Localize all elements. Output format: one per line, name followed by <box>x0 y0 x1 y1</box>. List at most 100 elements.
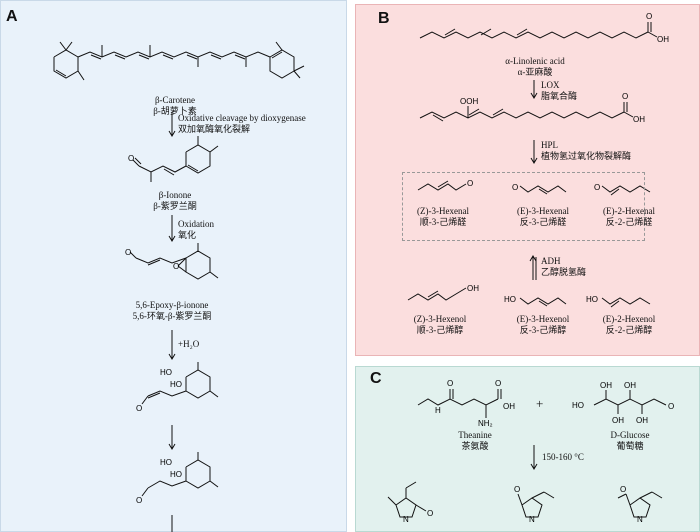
step-adh: ADH 乙醇脱氢酶 <box>541 256 586 278</box>
carotene-right-ring-double <box>271 51 283 59</box>
atom-o: O <box>173 262 179 271</box>
diol2-chain <box>147 480 187 489</box>
compound-name: Theanine <box>458 430 492 440</box>
compound-label-e2-hexenol: (E)-2-Hexenol 反-2-己烯醇 <box>594 314 664 336</box>
arrow-a3-head <box>168 353 176 360</box>
step-text-cn: 植物氢过氧化物裂解酶 <box>541 151 632 161</box>
atom-ho: HO <box>586 295 598 304</box>
atom-oh: OH <box>624 381 636 390</box>
ionone-chain <box>138 165 187 173</box>
atom-o: O <box>467 179 473 188</box>
compound-name: β-Ionone <box>158 190 192 200</box>
compound-name: (Z)-3-Hexenol <box>413 314 467 324</box>
e2-hexenal <box>601 185 651 193</box>
atom-o: O <box>447 379 453 388</box>
atom-n: N <box>529 515 535 524</box>
atom-ooh: OOH <box>460 97 478 106</box>
linolenic-double <box>480 28 492 36</box>
atom-oh: OH <box>503 402 515 411</box>
atom-o: O <box>514 485 520 494</box>
carotene-chain-double <box>90 54 102 60</box>
atom-o: O <box>620 485 626 494</box>
epoxy-chain-double <box>147 259 161 266</box>
compound-name-cn: 反-2-己烯醛 <box>605 217 653 227</box>
carotene-methyl <box>77 70 85 81</box>
compound-label-glucose: D-Glucose 葡萄糖 <box>600 430 660 452</box>
pyrrole-3-acetyl <box>625 493 631 506</box>
atom-n: N <box>403 515 409 524</box>
pyrrole-1-sub <box>405 481 417 489</box>
carotene-methyl <box>293 70 301 79</box>
step-text-cn: 双加氧酶氧化裂解 <box>178 124 251 134</box>
atom-ho: HO <box>572 401 584 410</box>
diol2-methyl <box>209 480 219 488</box>
z3-hexenol <box>407 287 467 301</box>
compound-name: D-Glucose <box>610 430 650 440</box>
arrow-c-head <box>530 463 538 470</box>
e3-hexenol-double <box>538 300 548 307</box>
step-text: Oxidative cleavage by dioxygenase <box>178 113 306 123</box>
compound-name-cn: α-亚麻酸 <box>517 67 553 77</box>
pyrrole-3 <box>629 497 651 518</box>
epoxy-bond <box>177 265 187 273</box>
step-a2: Oxidation 氧化 <box>178 219 214 241</box>
e3-hexenol <box>519 297 567 305</box>
ionone-chain-double <box>163 168 175 176</box>
atom-o: O <box>427 509 433 518</box>
arrow-hpl-head <box>530 157 538 164</box>
compound-name: (E)-2-Hexenol <box>602 314 656 324</box>
compound-label-e2-hexenal: (E)-2-Hexenal 反-2-己烯醛 <box>594 206 664 228</box>
atom-oh: OH <box>612 416 624 425</box>
compound-name-cn: β-紫罗兰酮 <box>153 201 197 211</box>
z3-hexenol-double <box>427 290 439 298</box>
atom-ho: HO <box>160 458 172 467</box>
atom-o: O <box>495 379 501 388</box>
epoxy-ring <box>185 250 211 280</box>
linolenic-double <box>444 28 456 36</box>
step-text-cn: 脂氧合酶 <box>541 91 578 101</box>
atom-o: O <box>622 92 628 101</box>
diol1-chain <box>147 390 187 397</box>
step-text: Oxidation <box>178 219 214 229</box>
atom-o: O <box>512 183 518 192</box>
carotene-methyl <box>59 41 67 51</box>
compound-name-cn: β-胡萝卜素 <box>153 106 197 116</box>
ionone-methyl <box>209 145 219 153</box>
compound-label-theanine: Theanine 茶氨酸 <box>450 430 500 452</box>
arrow-lox-head <box>530 92 538 99</box>
atom-oh: OH <box>636 416 648 425</box>
diol1-co <box>141 395 149 405</box>
hp-double <box>492 108 504 116</box>
compound-name-cn: 茶氨酸 <box>461 441 489 451</box>
atom-o: O <box>128 154 134 163</box>
compound-name: (E)-3-Hexenal <box>517 206 569 216</box>
pyrrolinone-co <box>517 493 523 506</box>
carotene-chain-double <box>186 54 198 60</box>
diol2-ring <box>185 459 211 489</box>
glucose-chain <box>593 398 667 406</box>
step-text-cn: 乙醇脱氢酶 <box>541 267 587 277</box>
compound-label-linolenic: α-Linolenic acid α-亚麻酸 <box>495 56 575 78</box>
acid-oh <box>647 31 658 38</box>
carotene-chain-double <box>210 54 222 60</box>
compound-name: 5,6-Epoxy-β-ionone <box>135 300 209 310</box>
epoxy-bond <box>177 257 187 267</box>
hp-double <box>432 114 444 122</box>
compound-name: β-Carotene <box>154 95 196 105</box>
ionone-co <box>132 159 140 167</box>
compound-label-e3-hexenol: (E)-3-Hexenol 反-3-己烯醇 <box>508 314 578 336</box>
hexenal-group-box <box>402 172 645 241</box>
atom-o: O <box>668 402 674 411</box>
compound-name-cn: 反-2-己烯醇 <box>605 325 653 335</box>
atom-ho: HO <box>504 295 516 304</box>
pyrrole-3-acetyl <box>617 493 627 499</box>
atom-o: O <box>125 248 131 257</box>
atom-o: O <box>136 404 142 413</box>
atom-ho: HO <box>170 470 182 479</box>
pyrrole-1-cho <box>415 504 427 512</box>
compound-label-z3-hexenol: (Z)-3-Hexenol 顺-3-己烯醇 <box>405 314 475 336</box>
carotene-chain-double <box>234 54 246 60</box>
pyrrole-3-sub <box>639 491 653 499</box>
pyrrolinone-sub <box>531 491 545 499</box>
ionone-ring-double <box>187 164 199 172</box>
